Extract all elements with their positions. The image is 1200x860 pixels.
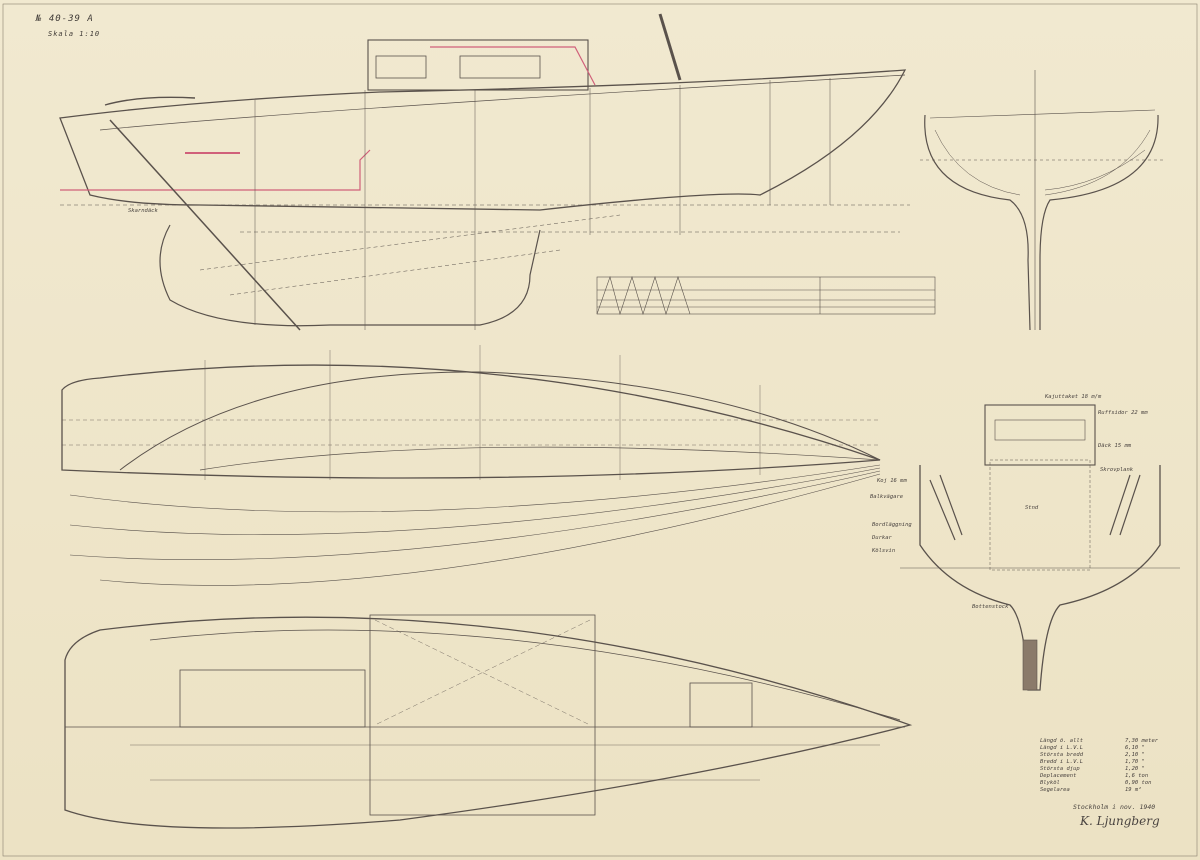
designer-signature: K. Ljungberg (1080, 814, 1160, 828)
body-plan-view (920, 70, 1165, 331)
spec-value: 1,20 " (1125, 766, 1145, 772)
spec-value: 19 m² (1125, 787, 1142, 793)
spec-row: Största djup 1,20 " (1040, 766, 1158, 773)
sheet-border (2, 3, 1198, 857)
place-date: Stockholm i nov. 1940 (1073, 803, 1156, 811)
sheer-profile-view (59, 13, 910, 331)
floor-label: Durkar (872, 535, 892, 541)
spec-label: Längd i L.V.L (1040, 745, 1084, 751)
height-label: Stnd (1025, 505, 1039, 511)
specifications-table: Längd ö. allt 7,30 meter Längd i L.V.L 6,1… (1040, 738, 1158, 794)
spec-row: Största bredd 2,10 " (1040, 752, 1158, 759)
spec-row: Deplacement 1,6 ton (1040, 773, 1158, 780)
spec-label: Segelarea (1040, 787, 1070, 793)
cabin-side-label: Ruffsidor 22 mm (1098, 410, 1148, 416)
keelson-label: Kölsvin (872, 548, 896, 554)
spec-value: 0,90 ton (1125, 780, 1152, 786)
midship-section-view (900, 404, 1180, 691)
spec-row: Längd i L.V.L 6,10 " (1040, 745, 1158, 752)
deck-label: Däck 15 mm (1098, 443, 1132, 449)
spec-row: Bredd i L.V.L 1,70 " (1040, 759, 1158, 766)
scale-label: Skala 1:10 (48, 30, 101, 38)
beam-label: Balkvägare (870, 494, 904, 500)
spec-label: Längd ö. allt (1040, 738, 1084, 744)
spec-row: Längd ö. allt 7,30 meter (1040, 738, 1158, 745)
drawing-number: № 40-39 A (36, 14, 94, 24)
spec-value: 6,10 " (1125, 745, 1145, 751)
spec-label: Bredd i L.V.L (1040, 759, 1084, 765)
cockpit-label: Skrovplank (1100, 467, 1134, 473)
accommodation-plan-view (64, 614, 913, 829)
spec-row: Segelarea 19 m² (1040, 787, 1158, 794)
spec-value: 7,30 meter (1125, 738, 1159, 744)
spec-label: Deplacement (1040, 773, 1077, 779)
spec-row: Blyköl 0,90 ton (1040, 780, 1158, 787)
spec-label: Blyköl (1040, 780, 1060, 786)
spec-value: 1,6 ton (1125, 773, 1149, 779)
scale-bar (596, 275, 936, 316)
half-breadth-plan-view (61, 345, 881, 586)
spec-label: Största djup (1040, 766, 1080, 772)
bottom-label: Bottenstock (972, 604, 1009, 610)
spec-value: 1,70 " (1125, 759, 1145, 765)
spec-label: Största bredd (1040, 752, 1084, 758)
sheer-label: Skarndäck (128, 208, 158, 214)
spec-value: 2,10 " (1125, 752, 1145, 758)
planking-label: Bordläggning (872, 522, 912, 528)
bunk-label: Koj 16 mm (877, 478, 907, 484)
cabin-top-label: Kajuttaket 18 m/m (1045, 394, 1102, 400)
